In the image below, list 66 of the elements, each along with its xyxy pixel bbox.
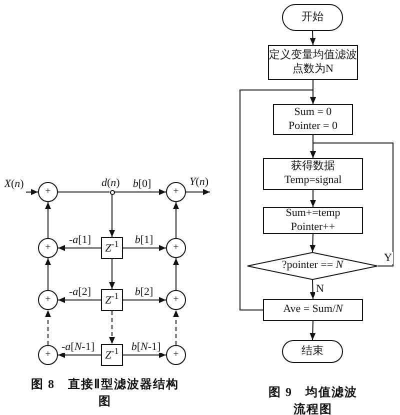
arrow: [310, 190, 316, 208]
arrow: [58, 297, 102, 303]
step-text: 获得数据: [291, 160, 335, 174]
adder-circle: +: [38, 345, 58, 365]
arrow: [109, 194, 115, 238]
arrow: [122, 245, 166, 251]
process-box: [263, 158, 363, 190]
arrow: [310, 142, 394, 266]
adder-circle: +: [38, 290, 58, 310]
step-text: Pointer = 0: [288, 120, 338, 134]
arrow: [310, 234, 316, 252]
arrow: [58, 245, 102, 251]
arrow: [58, 352, 102, 358]
arrow: [240, 90, 316, 310]
arrow: [173, 202, 179, 238]
figure-caption: 图 8 直接Ⅱ型滤波器结构图: [30, 376, 180, 410]
junction-dot: [110, 190, 114, 194]
edge-label: b[0]: [132, 178, 152, 190]
node-label: d(n): [102, 176, 120, 189]
process-box: Z$^{-1}$: [101, 344, 123, 366]
process-box: [263, 207, 363, 234]
terminal-box: 开始: [282, 4, 343, 31]
adder-circle: +: [38, 238, 58, 258]
step-text: Pointer++: [290, 220, 336, 234]
adder-circle: +: [166, 345, 186, 365]
arrow: [173, 310, 179, 346]
process-box: Z$^{-1}$: [101, 289, 123, 311]
arrow: [310, 320, 316, 340]
process-box: Z$^{-1}$: [101, 237, 123, 259]
step-text: Sum = 0: [294, 106, 332, 120]
arrow: [122, 352, 166, 358]
adder-circle: +: [166, 238, 186, 258]
arrow: [109, 258, 115, 290]
arrow: [45, 258, 51, 290]
adder-circle: +: [166, 290, 186, 310]
arrow: [310, 30, 316, 46]
process-box: [273, 104, 353, 135]
arrow: [122, 297, 166, 303]
edge-label: b[1]: [134, 234, 154, 246]
arrow: [173, 258, 179, 290]
arrow: [114, 189, 166, 195]
edge-label: Y: [383, 252, 393, 264]
arrow: [26, 189, 38, 196]
arrow: [310, 280, 316, 300]
edge-label: b[2]: [134, 286, 154, 298]
condition-text: ?pointer == N: [282, 259, 344, 273]
step-text: Sum+=temp: [286, 206, 340, 220]
step-text: Temp=signal: [284, 174, 342, 188]
output-label: Y(n): [188, 176, 210, 200]
edge-label: -a[N-1]: [60, 340, 96, 354]
arrow: [109, 310, 115, 344]
process-box: 定义变量均值滤波点数为N: [268, 45, 358, 80]
output-label: X(n): [2, 178, 26, 200]
edge-label: N: [315, 282, 325, 296]
edge-label: -a[2]: [68, 286, 92, 298]
edge-label: b[N-1]: [130, 340, 162, 354]
decision-diamond: [247, 252, 378, 280]
adder-circle: +: [166, 182, 186, 202]
arrow: [45, 310, 51, 346]
terminal-box: 结束: [282, 340, 343, 363]
process-box: Ave = Sum/N: [263, 299, 363, 321]
adder-circle: +: [38, 182, 58, 202]
edge-label: -a[1]: [68, 234, 92, 246]
arrow: [45, 202, 51, 238]
figure-caption: 图 9 均值滤波流程图: [268, 384, 358, 415]
arrow: [186, 189, 210, 195]
